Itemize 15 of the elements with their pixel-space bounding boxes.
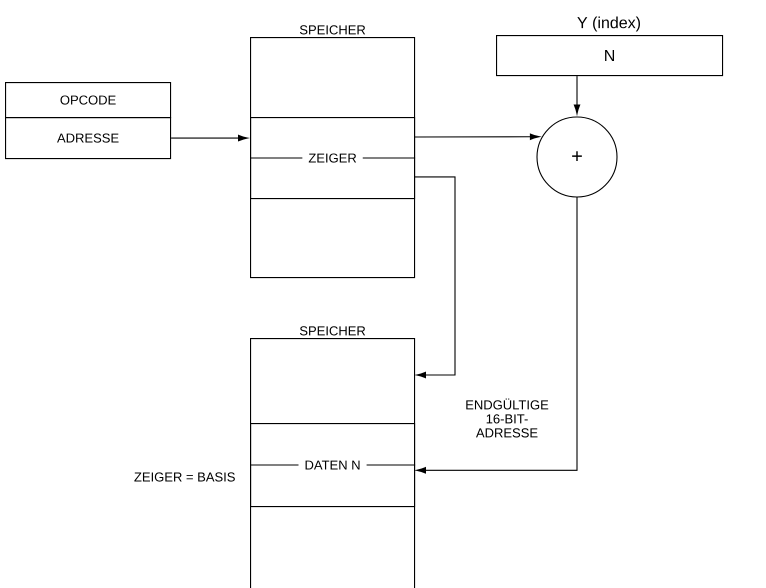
node-label: SPEICHER: [300, 326, 366, 336]
note-label: ZEIGER = BASIS: [134, 472, 235, 482]
index-register: Y (index) N: [496, 16, 724, 76]
arrow: [416, 198, 578, 474]
node-label: SPEICHER: [300, 25, 366, 34]
arrow: [574, 76, 580, 114]
instruction-field: OPCODE: [5, 82, 172, 118]
memory-cell: DATEN N: [250, 423, 416, 508]
edge-label: ENDGÜLTIGE 16-BIT-ADRESSE: [460, 398, 554, 438]
instruction-field: ADRESSE: [5, 117, 172, 160]
node-label: Y (index): [577, 16, 640, 32]
arrow: [414, 176, 456, 378]
arrow: [414, 134, 540, 140]
arrow: [171, 134, 248, 142]
memory-cell: ZEIGER: [250, 117, 416, 200]
